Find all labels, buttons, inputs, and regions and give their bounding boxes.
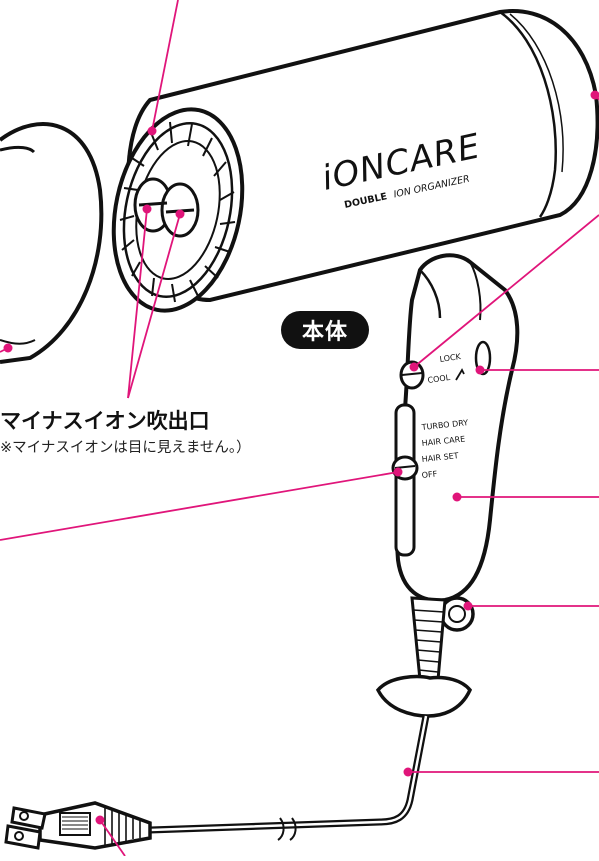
attachment-nozzle (0, 124, 101, 362)
ion-outlet-note: ※マイナスイオンは目に見えません。） (0, 436, 251, 457)
main-unit-badge: 本体 (281, 311, 369, 349)
dryer-handle: LOCK COOL TURBO DRY HAIR CARE HAIR SET O… (393, 255, 517, 630)
power-cord (150, 716, 426, 840)
ion-outlet-label: マイナスイオン吹出口 (0, 405, 210, 435)
leader-mode-switch (0, 472, 398, 540)
mode-option-off: OFF (421, 469, 438, 480)
power-plug (6, 803, 150, 848)
